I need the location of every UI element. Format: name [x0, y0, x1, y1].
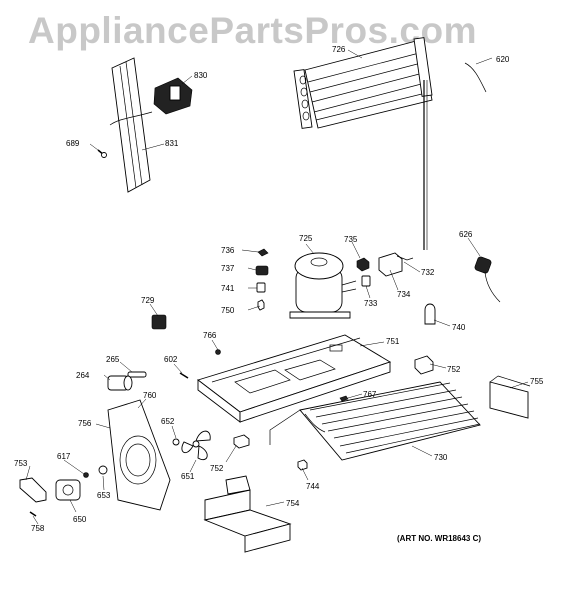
vertical-channel	[109, 57, 153, 193]
callout-730: 730	[434, 453, 448, 462]
clip-767	[339, 395, 349, 402]
clip-752-left	[233, 434, 250, 449]
washer	[172, 438, 180, 446]
start-relay	[151, 314, 167, 330]
callout-752-right: 752	[447, 365, 461, 374]
callout-750: 750	[221, 306, 235, 315]
callout-737: 737	[221, 264, 235, 273]
callout-758: 758	[31, 524, 45, 533]
leader-lines	[25, 49, 529, 525]
callout-753: 753	[14, 459, 28, 468]
callout-726: 726	[332, 45, 346, 54]
callout-735: 735	[344, 235, 358, 244]
callout-755: 755	[530, 377, 544, 386]
spacer	[127, 371, 147, 378]
small-parts-column	[255, 248, 269, 311]
wire-clip	[396, 255, 414, 261]
callout-265: 265	[106, 355, 120, 364]
compressor	[289, 252, 357, 319]
base-pan	[197, 334, 392, 423]
callout-626: 626	[459, 230, 473, 239]
condenser-coil	[293, 37, 433, 250]
callout-767: 767	[363, 390, 377, 399]
callout-620: 620	[496, 55, 510, 64]
tube-clip	[424, 303, 436, 325]
callout-725: 725	[299, 234, 313, 243]
callout-754: 754	[286, 499, 300, 508]
callout-752-left: 752	[210, 464, 224, 473]
callout-689: 689	[66, 139, 80, 148]
callout-733: 733	[364, 299, 378, 308]
screw	[97, 149, 107, 158]
art-number: (ART NO. WR18643 C)	[397, 534, 482, 543]
callout-831: 831	[165, 139, 179, 148]
fan-blade	[181, 430, 211, 460]
bracket	[153, 77, 193, 115]
callout-744: 744	[306, 482, 320, 491]
callout-602: 602	[164, 355, 178, 364]
angle-bracket	[489, 375, 531, 419]
callout-729: 729	[141, 296, 155, 305]
clip-752-right	[414, 355, 434, 375]
cylinder-part	[107, 375, 133, 391]
callout-734: 734	[397, 290, 411, 299]
fan-shroud	[107, 399, 171, 511]
grommet	[98, 465, 108, 475]
evaporator-coil	[269, 381, 481, 461]
screw-766	[215, 349, 221, 355]
fan-motor	[55, 479, 81, 501]
callout-732: 732	[421, 268, 435, 277]
overload	[378, 252, 403, 277]
callout-653: 653	[97, 491, 111, 500]
callout-741: 741	[221, 284, 235, 293]
callout-652: 652	[161, 417, 175, 426]
callout-650: 650	[73, 515, 87, 524]
watermark: AppliancePartsPros.com	[28, 10, 477, 51]
screw-602	[179, 372, 189, 379]
defrost-heater-plug	[474, 256, 501, 303]
callout-740: 740	[452, 323, 466, 332]
callout-766: 766	[203, 331, 217, 340]
clip-744	[297, 459, 308, 471]
callout-760: 760	[143, 391, 157, 400]
relay	[356, 257, 370, 272]
callout-751: 751	[386, 337, 400, 346]
callout-264: 264	[76, 371, 90, 380]
callout-labels: 726 620 830 689 831 626 725 735 736 737 …	[14, 45, 544, 533]
callout-651: 651	[181, 472, 195, 481]
capacitor	[361, 275, 371, 287]
callout-756: 756	[78, 419, 92, 428]
air-duct	[203, 475, 292, 553]
screw-758	[29, 511, 37, 517]
callout-617: 617	[57, 452, 71, 461]
callout-736: 736	[221, 246, 235, 255]
drain-tube	[464, 62, 487, 93]
callout-830: 830	[194, 71, 208, 80]
motor-bracket	[19, 477, 47, 503]
part-617	[83, 472, 89, 478]
